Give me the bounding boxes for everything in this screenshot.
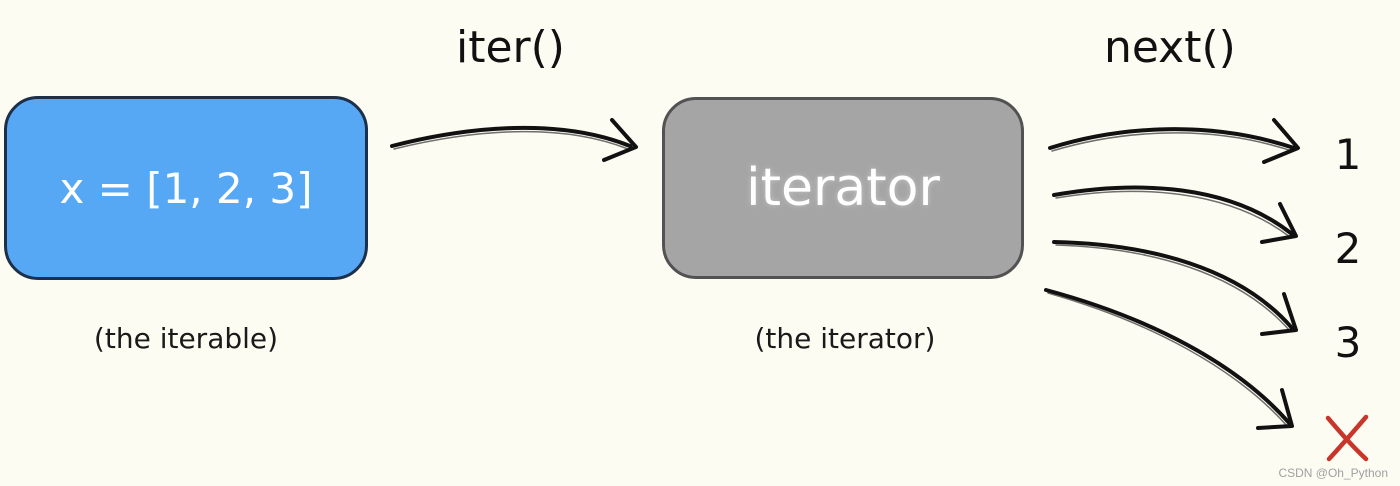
iterator-box: iterator [662,97,1024,279]
next-function-label: next() [1104,22,1236,73]
iterable-box-text: x = [1, 2, 3] [59,163,313,213]
iter-arrow [390,118,638,162]
iterator-box-text: iterator [746,158,940,218]
next-arrow-3 [1052,240,1298,336]
watermark: CSDN @Oh_Python [1278,466,1388,480]
output-value-3: 3 [1334,318,1362,367]
iterable-caption: (the iterable) [93,322,279,355]
next-arrow-1 [1048,118,1300,164]
output-value-2: 2 [1334,224,1362,273]
iter-function-label: iter() [456,22,565,73]
output-value-1: 1 [1334,130,1362,179]
iterator-caption: (the iterator) [754,322,936,355]
x-mark-icon [1325,414,1369,462]
iterable-box: x = [1, 2, 3] [4,96,368,280]
next-arrow-2 [1052,185,1298,244]
next-arrow-4 [1044,288,1294,430]
